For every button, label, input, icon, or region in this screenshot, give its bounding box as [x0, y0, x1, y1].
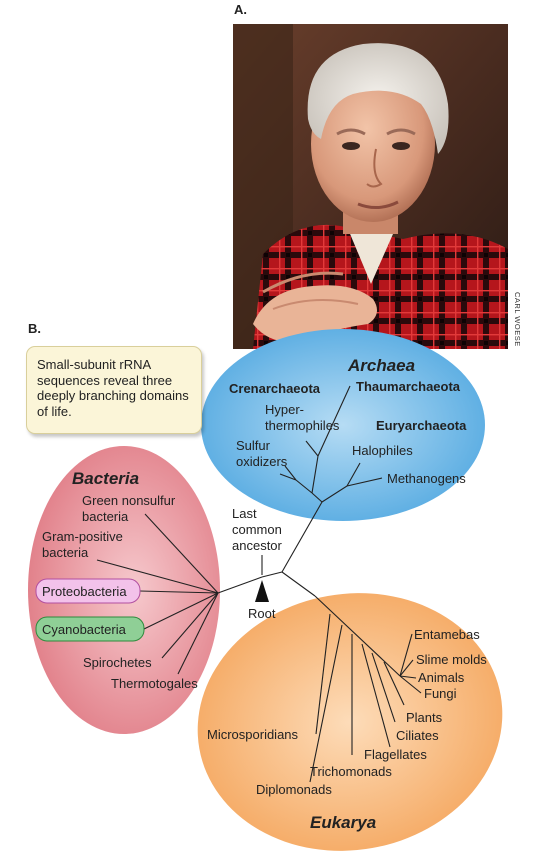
gram-positive-label-line1: Gram-positive [42, 529, 123, 544]
microsporidians-label: Microsporidians [207, 727, 299, 742]
flagellates-label: Flagellates [364, 747, 427, 762]
crenarchaeota-label: Crenarchaeota [229, 381, 321, 396]
portrait-photo [233, 24, 508, 349]
methanogens-label: Methanogens [387, 471, 466, 486]
trichomonads-label: Trichomonads [310, 764, 392, 779]
eukarya-region [197, 593, 503, 851]
entamebas-label: Entamebas [414, 627, 480, 642]
thaumarchaeota-label: Thaumarchaeota [356, 379, 461, 394]
root-arrow-icon [255, 580, 269, 602]
thermotogales-label: Thermotogales [111, 676, 198, 691]
archaea-region [201, 329, 485, 521]
callout-box: Small-subunit rRNA sequences reveal thre… [26, 346, 202, 434]
sulfur-oxidizers-label-line1: Sulfur [236, 438, 271, 453]
spirochetes-label: Spirochetes [83, 655, 152, 670]
hyperthermophiles-label-line1: Hyper- [265, 402, 304, 417]
tree-branches [96, 385, 422, 783]
root-label: Root [248, 606, 276, 621]
slime-molds-label: Slime molds [416, 652, 487, 667]
proteobacteria-box [35, 578, 141, 604]
portrait-illustration [233, 24, 508, 349]
lca-label-line3: ancestor [232, 538, 283, 553]
euryarchaeota-label: Euryarchaeota [376, 418, 467, 433]
plants-label: Plants [406, 710, 443, 725]
halophiles-label: Halophiles [352, 443, 413, 458]
animals-label: Animals [418, 670, 465, 685]
ciliates-label: Ciliates [396, 728, 439, 743]
cyanobacteria-box [35, 616, 145, 642]
hyperthermophiles-label-line2: thermophiles [265, 418, 340, 433]
fungi-label: Fungi [424, 686, 457, 701]
eukarya-title: Eukarya [310, 813, 376, 832]
bacteria-title: Bacteria [72, 469, 139, 488]
cyanobacteria-label: Cyanobacteria [42, 622, 127, 637]
lca-label-line2: common [232, 522, 282, 537]
archaea-title: Archaea [347, 356, 415, 375]
diplomonads-label: Diplomonads [256, 782, 332, 797]
callout-text: Small-subunit rRNA sequences reveal thre… [37, 357, 189, 419]
proteobacteria-label: Proteobacteria [42, 584, 127, 599]
panel-b-label: B. [28, 321, 41, 336]
gram-positive-label-line2: bacteria [42, 545, 89, 560]
sulfur-oxidizers-label-line2: oxidizers [236, 454, 288, 469]
green-nonsulfur-label-line1: Green nonsulfur [82, 493, 176, 508]
green-nonsulfur-label-line2: bacteria [82, 509, 129, 524]
panel-a-label: A. [234, 2, 247, 17]
lca-label-line1: Last [232, 506, 257, 521]
